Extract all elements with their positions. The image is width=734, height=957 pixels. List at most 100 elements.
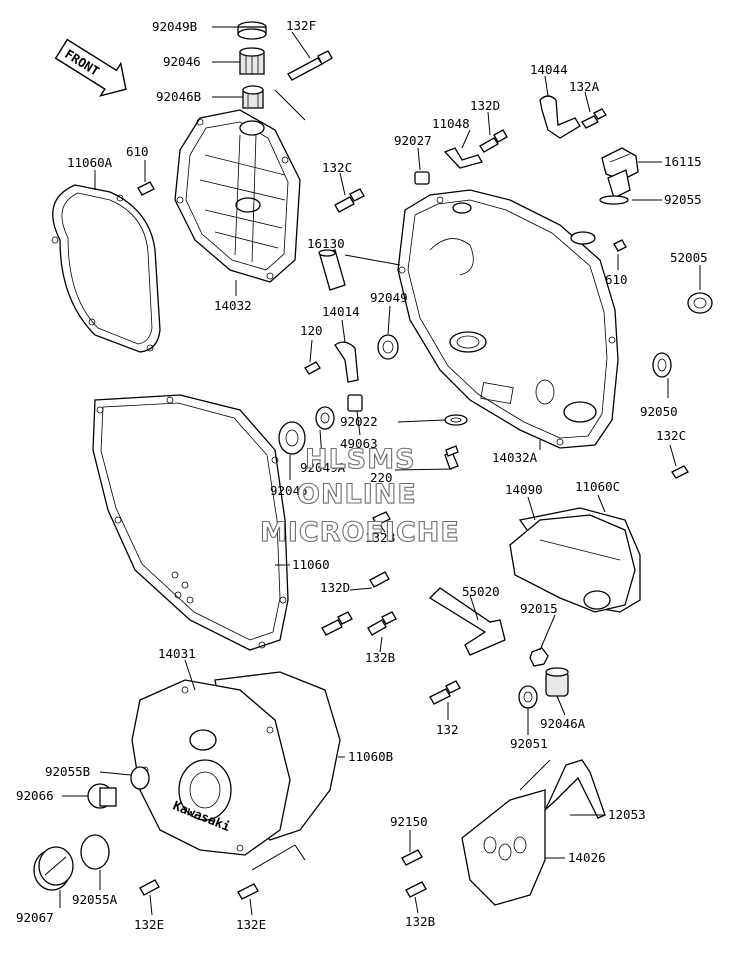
part-132D-bolt-b <box>321 611 353 636</box>
label-92051: 92051 <box>510 736 548 751</box>
part-14032A-crankcase-cover <box>397 189 619 449</box>
part-92049B-seal <box>237 21 267 40</box>
watermark-line-1: HLSMS <box>305 444 416 475</box>
label-14014: 14014 <box>322 304 360 319</box>
part-132F-bolt <box>287 50 333 81</box>
part-92066-plug <box>87 783 117 809</box>
part-92050-seal <box>652 352 672 378</box>
watermark-line-3: MICROFICHE <box>260 517 460 548</box>
label-92049A: 92049A <box>300 460 346 475</box>
part-11060-gasket <box>92 394 289 651</box>
label-14032A: 14032A <box>492 450 538 465</box>
part-610-dowel-pin <box>137 181 155 196</box>
label-132B-a: 132B <box>365 530 395 545</box>
label-92046B: 92046B <box>156 89 201 104</box>
label-132A: 132A <box>569 79 600 94</box>
part-92027-nut <box>414 171 430 185</box>
label-11060C: 11060C <box>575 479 620 494</box>
label-92067: 92067 <box>16 910 54 925</box>
label-92055B: 92055B <box>45 764 90 779</box>
label-610-right: 610 <box>605 272 628 287</box>
part-14032-clutch-cover <box>174 109 301 283</box>
part-92067-plug <box>33 846 74 891</box>
label-220: 220 <box>370 470 393 485</box>
label-132: 132 <box>436 722 459 737</box>
part-92022-washer <box>444 414 468 426</box>
front-arrow-icon: FRONT <box>54 38 127 97</box>
part-92051-seal <box>518 685 538 709</box>
part-132E-bolt-a <box>139 879 160 896</box>
part-49063-spacer <box>347 394 363 412</box>
label-132D-upper: 132D <box>470 98 500 113</box>
part-132E-bolt-b <box>237 883 259 900</box>
part-52005-seal <box>687 292 713 314</box>
part-132A-bolt <box>581 108 607 129</box>
label-92049: 92049 <box>370 290 408 305</box>
part-14090-cover <box>509 514 636 613</box>
label-120: 120 <box>300 323 323 338</box>
label-132B-b: 132B <box>365 650 395 665</box>
label-132F: 132F <box>286 18 316 33</box>
label-132C-lower: 132C <box>656 428 686 443</box>
part-92046A-bearing <box>545 667 569 697</box>
part-132C-bolt-lower <box>671 465 689 479</box>
part-92046-bearing <box>239 47 265 75</box>
part-132B-bolt-b <box>367 611 397 636</box>
part-14044-bracket <box>539 95 581 139</box>
label-92066: 92066 <box>16 788 54 803</box>
label-11060: 11060 <box>292 557 330 572</box>
label-92050: 92050 <box>640 404 678 419</box>
label-14031: 14031 <box>158 646 196 661</box>
label-49063: 49063 <box>340 436 378 451</box>
part-11048-clip <box>443 147 483 169</box>
part-132-bolt <box>429 680 461 705</box>
label-132E-a: 132E <box>134 917 164 932</box>
part-14014-plate <box>334 341 359 383</box>
part-92055-oring <box>599 195 629 205</box>
label-92022: 92022 <box>340 414 378 429</box>
label-52005: 52005 <box>670 250 708 265</box>
label-92049B: 92049B <box>152 19 197 34</box>
part-132B-bolt-a <box>372 511 391 526</box>
part-16130-fitting <box>318 249 346 291</box>
label-92015: 92015 <box>520 601 558 616</box>
label-11048: 11048 <box>432 116 470 131</box>
part-55020-bracket <box>428 587 506 656</box>
label-16130: 16130 <box>307 236 345 251</box>
label-132B-c: 132B <box>405 914 435 929</box>
part-610-dowel-pin-right <box>613 239 627 252</box>
label-92055A: 92055A <box>72 892 118 907</box>
label-92027: 92027 <box>394 133 432 148</box>
label-92046A: 92046A <box>540 716 586 731</box>
part-132C-bolt-upper <box>334 188 365 213</box>
label-92150: 92150 <box>390 814 428 829</box>
label-14090: 14090 <box>505 482 543 497</box>
part-number-labels: 92049B 132F 92046 92046B 610 11060A 1403… <box>16 18 708 932</box>
part-92150-bolt <box>401 849 423 866</box>
part-220-bolt <box>444 445 459 470</box>
label-11060A: 11060A <box>67 155 113 170</box>
label-12053: 12053 <box>608 807 646 822</box>
label-610: 610 <box>126 144 149 159</box>
part-92049A-seal <box>315 406 335 430</box>
watermark-line-2: ONLINE <box>297 479 417 510</box>
part-16115-cap <box>601 147 639 199</box>
part-92049-seal <box>377 334 399 360</box>
part-132D-bolt-lower <box>369 571 390 588</box>
label-132E-b: 132E <box>236 917 266 932</box>
part-14026-guard <box>461 789 546 906</box>
label-92046: 92046 <box>163 54 201 69</box>
part-92055B-oring <box>130 766 150 790</box>
part-92055A-oring <box>80 834 110 870</box>
part-92045-bearing <box>278 421 306 455</box>
label-16115: 16115 <box>664 154 702 169</box>
label-55020: 55020 <box>462 584 500 599</box>
label-14026: 14026 <box>568 850 606 865</box>
part-12053-bracket <box>544 759 606 819</box>
part-14031-magneto-cover: Kawasaki <box>131 679 291 856</box>
label-132C-upper: 132C <box>322 160 352 175</box>
label-132D-lower: 132D <box>320 580 350 595</box>
part-92015-nut <box>529 647 549 667</box>
